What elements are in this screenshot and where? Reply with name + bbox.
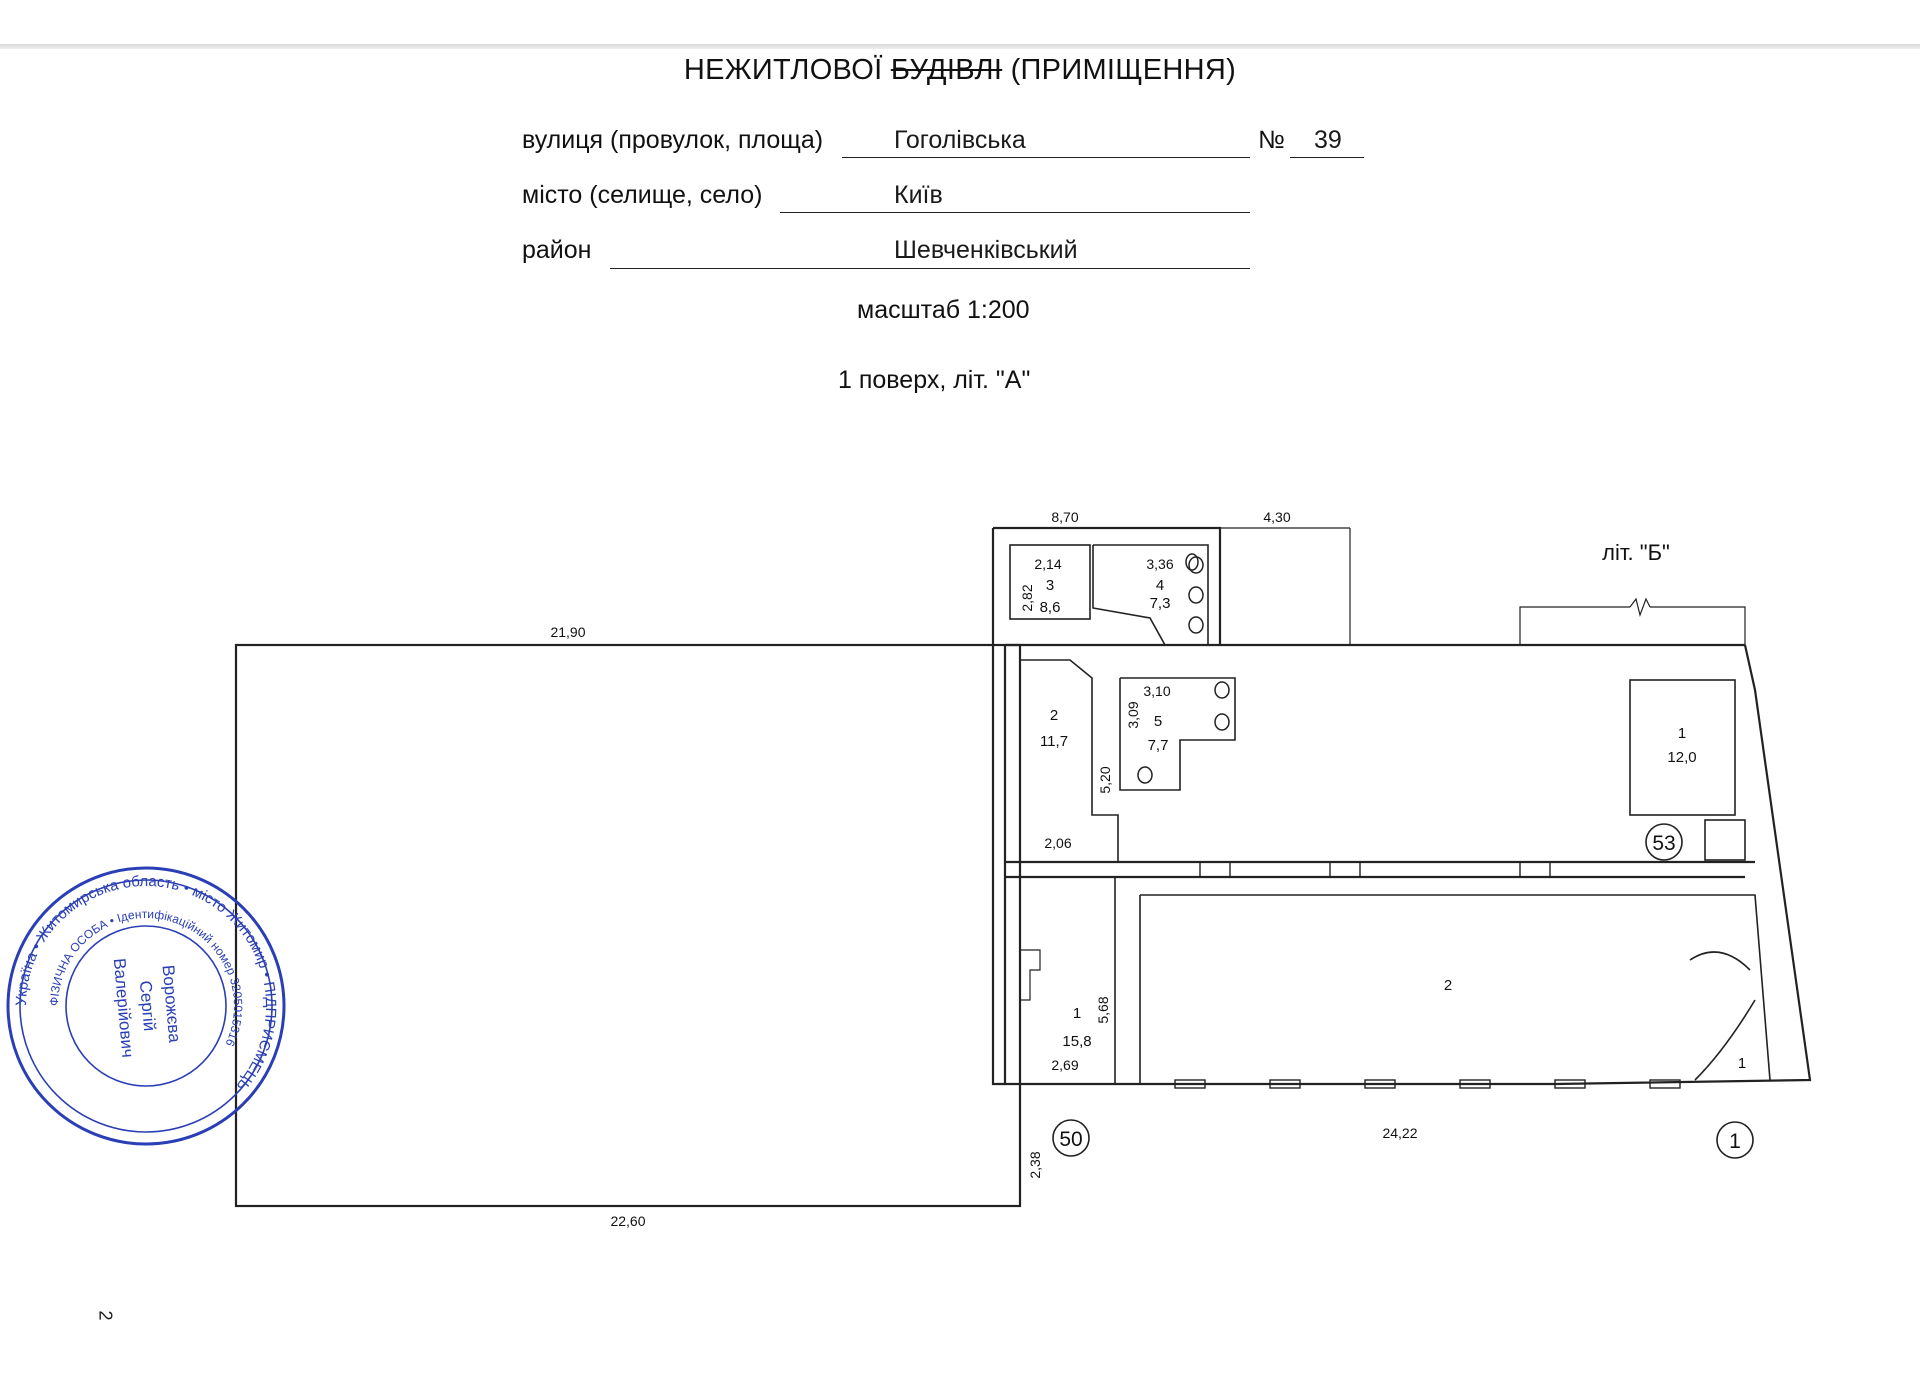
scale-label: масштаб 1:200 [857,296,1030,324]
room-b1-area: 12,0 [1667,749,1696,766]
street-label: вулиця (провулок, площа) [522,126,824,154]
district-underline [610,268,1250,269]
number-label: № [1258,126,1285,154]
room4-number: 4 [1156,577,1164,594]
toilet-icons [1137,553,1230,784]
dim-top-left: 8,70 [1051,509,1078,525]
room1-number: 1 [1073,1005,1081,1022]
dim-room2-w: 2,06 [1044,835,1071,851]
dim-room1-h: 5,68 [1095,996,1111,1023]
room5-area: 7,7 [1148,737,1169,754]
stamp-line-1: Ворожєва [159,964,185,1044]
building-b-label: літ. "Б" [1602,540,1670,565]
page-number: 2 [95,1310,116,1321]
marker-53: 53 [1652,832,1675,855]
street-value: Гоголівська [894,126,1026,154]
dim-room2-h: 5,20 [1097,766,1113,793]
official-stamp: Україна • Житомирська область • місто Жи… [6,866,286,1146]
corner-room-number: 1 [1738,1055,1746,1072]
scan-edge-line [0,44,1920,49]
walls [234,526,1812,1208]
dim-room4-w: 3,36 [1146,556,1173,572]
dim-room5-w: 3,10 [1143,683,1170,699]
stamp-line-2: Сергій [136,980,159,1032]
room1-area: 15,8 [1062,1033,1091,1050]
struck-word: БУДІВЛІ [890,54,1003,86]
room3-number: 3 [1046,577,1054,594]
district-value: Шевченківський [894,236,1078,264]
dim-stair-offset: 2,38 [1027,1151,1043,1178]
dim-top-right: 4,30 [1263,509,1290,525]
dim-room3-h: 2,82 [1019,584,1035,611]
city-value: Київ [894,181,943,209]
marker-50: 50 [1059,1128,1082,1151]
room-b1-number: 1 [1678,725,1686,742]
dim-bottom-right: 24,22 [1382,1125,1417,1141]
district-label: район [522,236,592,264]
room4-area: 7,3 [1150,595,1171,612]
marker-1: 1 [1729,1130,1741,1153]
floor-label: 1 поверх, літ. "А" [838,366,1031,394]
left-block-outline [234,643,1022,1208]
room5-number: 5 [1154,713,1162,730]
city-underline [780,212,1250,213]
dim-room1-w: 2,69 [1051,1057,1078,1073]
number-underline [1290,157,1364,158]
dim-left-top: 21,90 [550,624,585,640]
dim-room3-w: 2,14 [1034,556,1061,572]
room2-area: 11,7 [1040,733,1068,750]
document-title: НЕЖИТЛОВОЇ БУДІВЛІ (ПРИМІЩЕННЯ) [683,54,1237,86]
stamp-line-3: Валерійович [110,957,138,1058]
markers [1052,823,1754,1159]
room3-area: 8,6 [1040,599,1061,616]
city-label: місто (селище, село) [522,181,763,209]
dim-left-bottom: 22,60 [610,1213,645,1229]
street-underline [842,157,1250,158]
big-room-number: 2 [1444,977,1452,994]
number-value: 39 [1314,126,1342,154]
dim-room5-h: 3,09 [1125,701,1141,728]
room2-number: 2 [1050,707,1058,724]
